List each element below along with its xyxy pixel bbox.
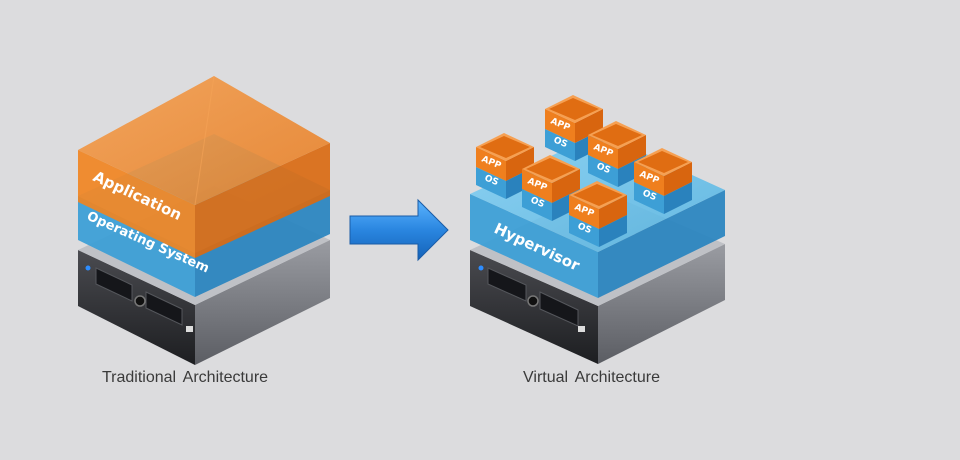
traditional-stack: Operating System Application	[78, 75, 330, 365]
svg-text:OS: OS	[595, 162, 612, 177]
svg-text:OS: OS	[552, 136, 569, 151]
arrow-right-icon	[349, 198, 449, 262]
application-layer: Application	[78, 75, 330, 258]
svg-text:OS: OS	[529, 196, 546, 211]
svg-text:OS: OS	[576, 222, 593, 237]
virtual-architecture-caption: Virtual Architecture	[523, 369, 660, 386]
traditional-architecture-caption: Traditional Architecture	[102, 369, 269, 386]
svg-text:OS: OS	[641, 189, 658, 204]
svg-text:OS: OS	[483, 174, 500, 189]
